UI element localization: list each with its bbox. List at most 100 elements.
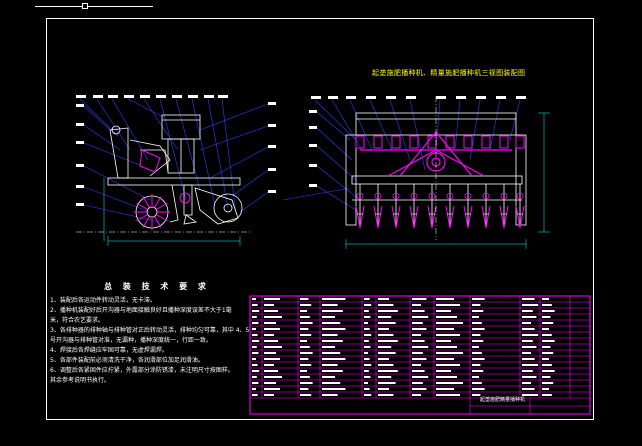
table-cell-text: [436, 370, 451, 372]
part-label-tag: [476, 96, 486, 99]
table-cell-text: [322, 310, 343, 312]
table-cell-text: [322, 382, 341, 384]
table-cell-text: [378, 358, 389, 360]
table-cell-text: [264, 316, 282, 318]
part-label-tag: [268, 190, 276, 193]
table-cell-text: [364, 388, 370, 390]
table-cell-text: [264, 370, 278, 372]
table-cell-text: [542, 358, 549, 360]
table-cell-text: [300, 352, 313, 354]
table-cell-text: [322, 388, 346, 390]
seeding-unit: [355, 135, 365, 229]
press-wheel: [213, 193, 243, 223]
table-cell-text: [252, 352, 259, 354]
table-cell-text: [542, 310, 555, 312]
table-cell-text: [252, 334, 258, 336]
table-cell-text: [436, 328, 454, 330]
drawing-frame: [46, 18, 594, 420]
table-cell-text: [264, 328, 280, 330]
part-label-tag: [76, 104, 84, 107]
table-cell-text: [322, 376, 335, 378]
table-cell-text: [300, 334, 312, 336]
table-cell-text: [412, 382, 423, 384]
table-cell-text: [542, 328, 549, 330]
side-view: [76, 95, 276, 246]
table-cell-text: [264, 358, 280, 360]
table-cell-text: [436, 316, 457, 318]
title-block-name: 起垄施肥精量播种机: [480, 397, 526, 403]
table-cell-text: [264, 322, 276, 324]
table-cell-text: [378, 298, 389, 300]
table-cell-text: [322, 328, 346, 330]
table-cell-text: [322, 352, 341, 354]
part-label-tag: [309, 110, 317, 113]
table-cell-text: [522, 340, 533, 342]
table-cell-text: [264, 376, 282, 378]
scrollbar-thumb[interactable]: [82, 3, 88, 9]
table-cell-text: [300, 358, 309, 360]
part-label-tag: [309, 184, 317, 187]
table-cell-text: [378, 322, 396, 324]
fertilizer-opener: [179, 192, 191, 204]
part-label-tag: [204, 95, 214, 98]
side-view-leader-lines: [79, 98, 269, 223]
table-cell-text: [436, 346, 457, 348]
table-cell-text: [436, 304, 460, 306]
table-cell-text: [472, 388, 485, 390]
table-cell-text: [364, 310, 369, 312]
seeding-units: [355, 135, 525, 229]
table-cell-text: [364, 304, 372, 306]
seeding-unit: [409, 135, 419, 229]
technical-requirements-list: 1、装配后各运动件转动灵活，无卡滞。 2、播种机装配好后开沟器与地面接触良好且播…: [50, 296, 250, 386]
table-cell-text: [252, 316, 257, 318]
table-cell-text: [542, 316, 551, 318]
table-cell-text: [300, 328, 309, 330]
rear-view-part-labels: [309, 96, 526, 187]
table-cell-text: [364, 340, 369, 342]
part-label-tag: [76, 203, 84, 206]
table-cell-text: [472, 358, 485, 360]
table-cell-text: [542, 364, 552, 366]
table-cell-text: [412, 322, 423, 324]
transmission-box: [139, 149, 161, 173]
seeding-unit: [463, 135, 473, 229]
table-cell-text: [522, 322, 531, 324]
table-cell-text: [542, 388, 549, 390]
part-label-tag: [108, 95, 118, 98]
table-cell-text: [252, 364, 258, 366]
table-cell-text: [472, 364, 481, 366]
table-cell-text: [412, 328, 427, 330]
table-cell-text: [322, 334, 338, 336]
table-cell-text: [522, 376, 537, 378]
part-label-tag: [93, 95, 103, 98]
table-cell-text: [378, 304, 394, 306]
table-cell-text: [542, 298, 549, 300]
main-frame-beam: [107, 177, 241, 186]
table-cell-text: [436, 376, 457, 378]
table-cell-text: [322, 340, 343, 342]
part-label-tag: [516, 96, 526, 99]
table-cell-text: [436, 340, 451, 342]
scrollbar-track[interactable]: [35, 6, 153, 7]
table-cell-text: [252, 388, 256, 390]
table-cell-text: [300, 376, 310, 378]
requirement-item: 其余参考说明书执行。: [50, 377, 111, 384]
table-cell-text: [436, 388, 454, 390]
table-cell-text: [522, 334, 539, 336]
table-cell-text: [378, 376, 392, 378]
part-label-tag: [268, 124, 276, 127]
table-cell-text: [322, 298, 346, 300]
rear-view-dimensions: [345, 112, 550, 249]
requirement-item: 4、焊接后各焊缝应牢固可靠，无虚焊漏焊。: [50, 347, 168, 354]
table-cell-text: [300, 388, 309, 390]
side-view-part-labels: [76, 95, 276, 206]
part-label-tag: [218, 95, 228, 98]
part-label-tag: [309, 126, 317, 129]
ground-wheel-spokes: [134, 194, 170, 230]
table-cell-text: [436, 364, 460, 366]
table-cell-text: [542, 340, 555, 342]
table-cell-text: [264, 382, 276, 384]
table-cell-text: [364, 346, 371, 348]
requirement-item: 米，符合农艺要求。: [50, 317, 105, 324]
